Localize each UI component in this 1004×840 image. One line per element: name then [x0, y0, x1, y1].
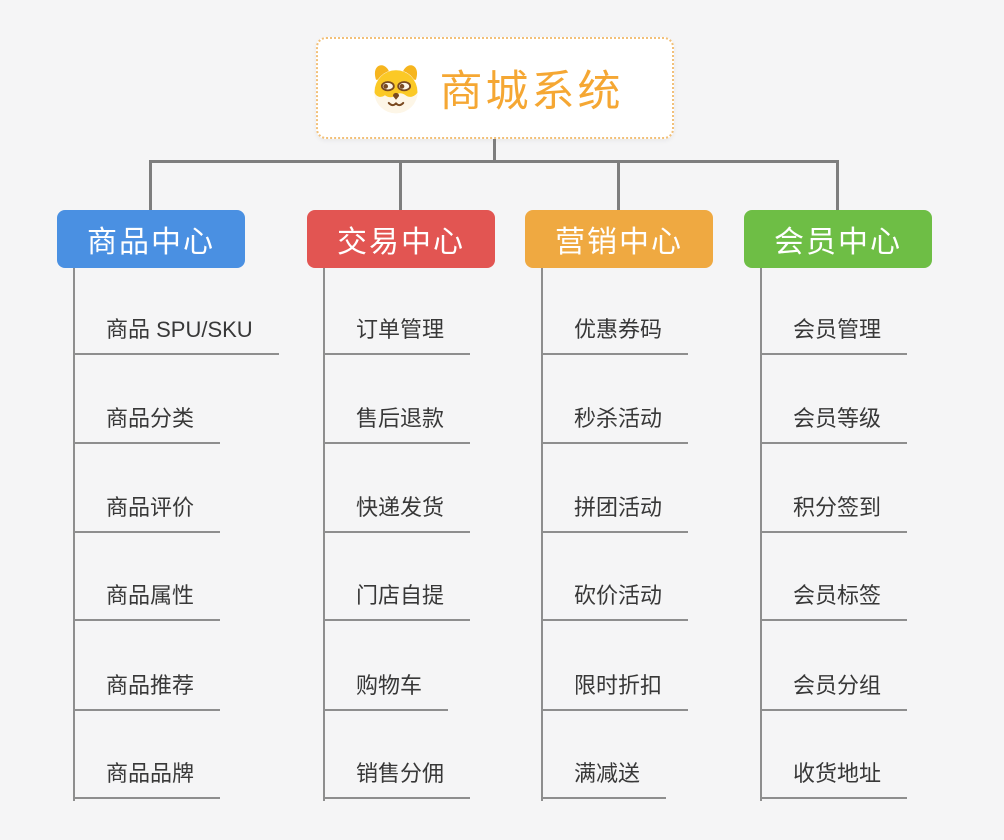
branch-line [323, 268, 325, 801]
branch-item[interactable]: 购物车 [323, 671, 449, 711]
branch-item[interactable]: 会员分组 [760, 671, 908, 711]
branch-item[interactable]: 限时折扣 [541, 671, 689, 711]
connector-stub-member [836, 160, 839, 210]
branch-item[interactable]: 优惠券码 [541, 315, 689, 355]
branch-item[interactable]: 拼团活动 [541, 493, 689, 533]
branch-item[interactable]: 商品 SPU/SKU [73, 315, 279, 355]
branch-item[interactable]: 会员标签 [760, 581, 908, 621]
branch-line [73, 268, 75, 801]
branch-header-member-center[interactable]: 会员中心 [744, 210, 932, 268]
connector-horizontal [149, 160, 839, 163]
branch-column-marketing: 优惠券码 秒杀活动 拼团活动 砍价活动 限时折扣 满减送 [541, 268, 771, 801]
connector-stub-marketing [617, 160, 620, 210]
root-title: 商城系统 [439, 68, 624, 116]
branch-item[interactable]: 商品分类 [73, 404, 221, 444]
branch-item[interactable]: 快递发货 [323, 493, 471, 533]
branch-item[interactable]: 满减送 [541, 759, 667, 799]
branch-header-marketing-center[interactable]: 营销中心 [525, 210, 713, 268]
branch-item[interactable]: 收货地址 [760, 759, 908, 799]
branch-item[interactable]: 商品属性 [73, 581, 221, 621]
dog-face-icon [373, 65, 418, 114]
branch-item[interactable]: 订单管理 [323, 315, 471, 355]
root-node[interactable]: 商城系统 [316, 37, 674, 139]
branch-header-product-center[interactable]: 商品中心 [57, 210, 245, 268]
branch-item[interactable]: 会员管理 [760, 315, 908, 355]
branch-item[interactable]: 商品品牌 [73, 759, 221, 799]
branch-item[interactable]: 积分签到 [760, 493, 908, 533]
branch-header-trade-center[interactable]: 交易中心 [307, 210, 495, 268]
branch-column-member: 会员管理 会员等级 积分签到 会员标签 会员分组 收货地址 [760, 268, 990, 801]
branch-column-product: 商品 SPU/SKU 商品分类 商品评价 商品属性 商品推荐 商品品牌 [73, 268, 303, 801]
branch-item[interactable]: 商品推荐 [73, 671, 221, 711]
connector-root-vertical [493, 139, 496, 163]
connector-stub-trade [399, 160, 402, 210]
branch-item[interactable]: 售后退款 [323, 404, 471, 444]
branch-item[interactable]: 会员等级 [760, 404, 908, 444]
branch-item[interactable]: 砍价活动 [541, 581, 689, 621]
branch-item[interactable]: 秒杀活动 [541, 404, 689, 444]
branch-line [760, 268, 762, 801]
branch-item[interactable]: 销售分佣 [323, 759, 471, 799]
branch-item[interactable]: 门店自提 [323, 581, 471, 621]
connector-stub-product [149, 160, 152, 210]
branch-line [541, 268, 543, 801]
branch-column-trade: 订单管理 售后退款 快递发货 门店自提 购物车 销售分佣 [323, 268, 553, 801]
branch-item[interactable]: 商品评价 [73, 493, 221, 533]
